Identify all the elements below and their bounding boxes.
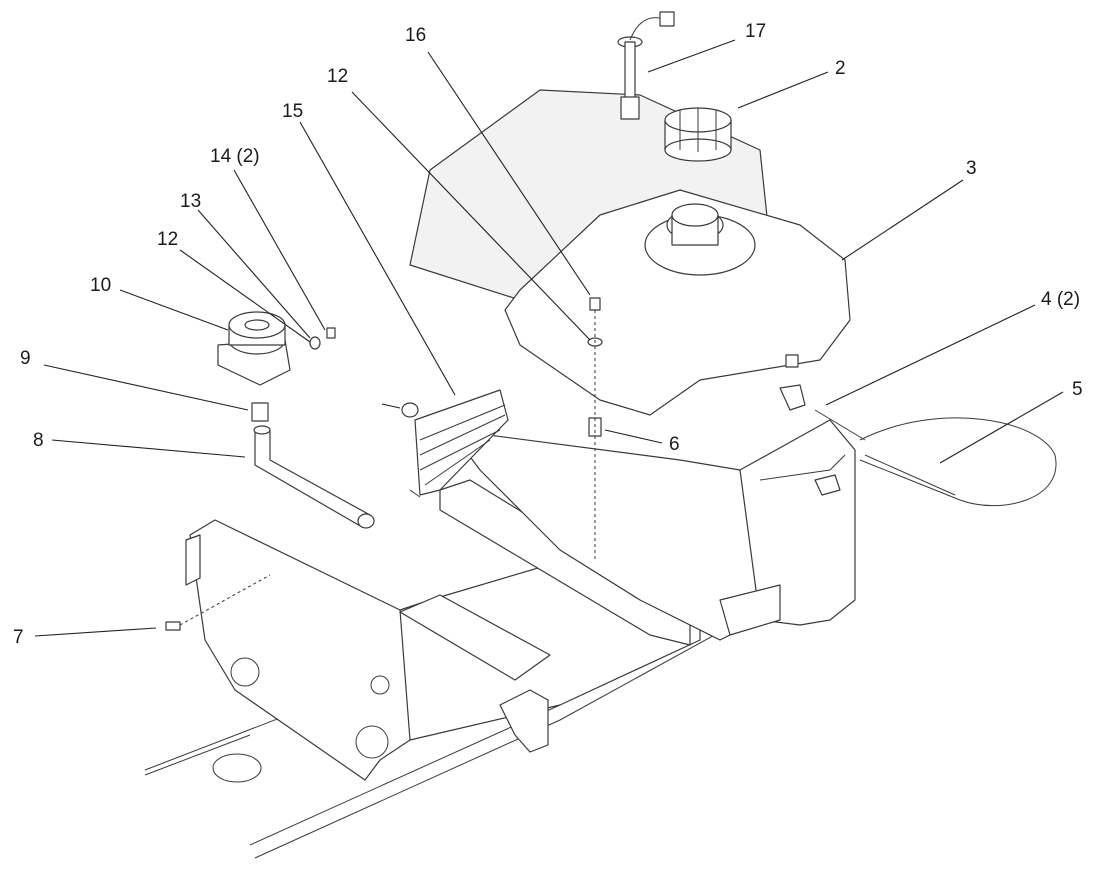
callout-labels: 17 2 16 12 15 3 14 (2) 13 12 10 9 8 4 (2… [13,21,1083,648]
callout-7: 7 [13,627,24,648]
callout-14: 14 (2) [210,146,260,167]
callout-17: 17 [745,21,766,42]
clutch-hardware [309,327,336,350]
callout-8: 8 [33,430,44,451]
callout-6: 6 [669,434,680,455]
fuel-cap [664,107,732,162]
clutch-tube [251,402,375,529]
cross-support-plate [399,479,691,681]
front-bolt [165,574,271,631]
heat-shield-screen [401,389,509,498]
callout-3: 3 [966,158,977,179]
fuel-tank [409,89,851,416]
tank-mounting-hardware [587,297,806,560]
fuel-gauge-sender [617,11,675,120]
callout-16: 16 [405,25,426,46]
callout-13: 13 [180,191,201,212]
callout-12-left: 12 [157,229,178,250]
callout-2: 2 [835,58,846,79]
leader-lines [34,39,1064,637]
callout-9: 9 [20,348,31,369]
fuel-line [814,409,1057,507]
callout-15: 15 [282,101,303,122]
rear-frame-section [449,419,856,641]
callout-4: 4 (2) [1041,289,1080,310]
callout-10: 10 [90,275,111,296]
callout-5: 5 [1072,379,1083,400]
callout-12-top: 12 [327,66,348,87]
pto-clutch [217,311,291,386]
